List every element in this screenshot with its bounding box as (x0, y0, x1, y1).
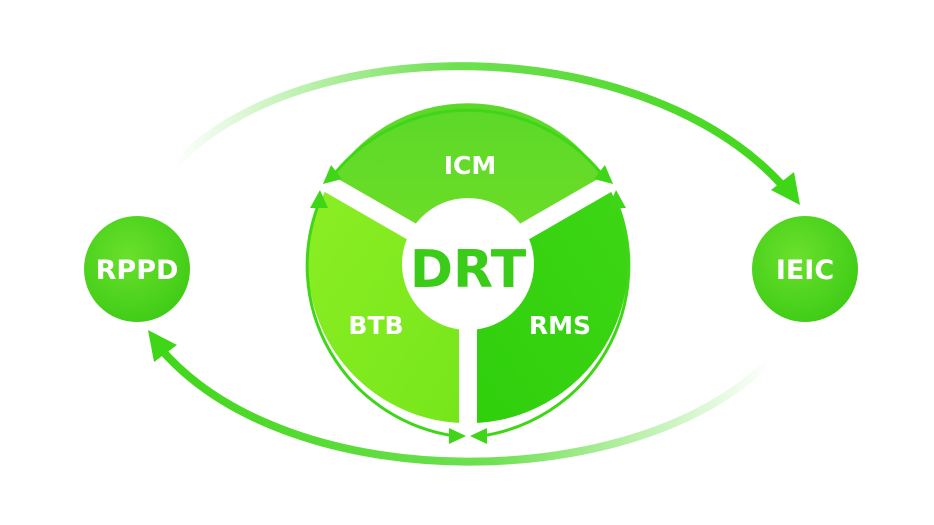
outer-arc-bottom-arrowhead (148, 330, 177, 362)
center-label: DRT (410, 240, 527, 300)
node-ieic-label: IEIC (776, 255, 834, 286)
inner-arc-top (334, 108, 602, 174)
outer-arc-top (171, 62, 786, 189)
node-rppd-label: RPPD (96, 255, 179, 286)
outer-arc-top-arrowhead (771, 172, 800, 205)
node-ieic: IEIC (752, 216, 858, 322)
inner-arc-left (305, 201, 457, 438)
segment-rms-label: RMS (529, 311, 591, 340)
segment-icm-label: ICM (444, 151, 497, 180)
center-circle (402, 198, 534, 330)
inner-arrowheads (310, 165, 626, 444)
outer-arc-bottom (156, 344, 774, 466)
inner-arc-right (479, 201, 631, 438)
inner-arrows (305, 108, 631, 438)
segment-btb-label: BTB (348, 311, 403, 340)
wheel: DRT ICM BTB RMS (308, 103, 628, 432)
node-rppd: RPPD (84, 216, 190, 322)
